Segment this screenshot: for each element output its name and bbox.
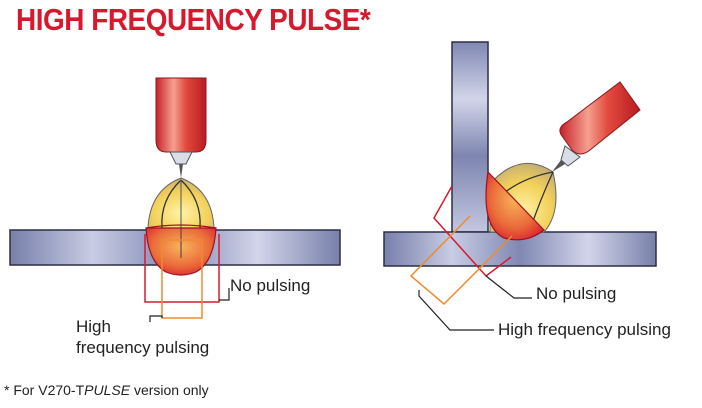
footnote: * For V270-TPULSE version only — [4, 382, 209, 398]
left-arc-cone — [147, 177, 215, 229]
page-title: HIGH FREQUENCY PULSE* — [16, 2, 371, 37]
footnote-prefix: * For V270-T — [4, 382, 85, 398]
right-penetration-outlines — [409, 185, 513, 306]
left-leader-lines — [149, 288, 230, 322]
left-no-pulsing-label: No pulsing — [230, 276, 311, 295]
left-torch — [155, 77, 207, 178]
right-leader-lines — [418, 275, 532, 331]
left-hf-label-line2: frequency pulsing — [76, 338, 210, 357]
right-torch — [552, 81, 641, 172]
right-weld-pool — [485, 170, 545, 241]
footnote-italic: PULSE — [84, 382, 131, 398]
left-hf-label-line1: High — [76, 317, 111, 336]
right-vertical-plate — [451, 41, 489, 233]
right-no-pulsing-label: No pulsing — [536, 284, 617, 303]
right-hf-label: High frequency pulsing — [498, 320, 671, 339]
left-penetration-outlines — [144, 234, 220, 319]
left-weld-pool — [145, 224, 217, 276]
footnote-suffix: version only — [130, 382, 209, 398]
